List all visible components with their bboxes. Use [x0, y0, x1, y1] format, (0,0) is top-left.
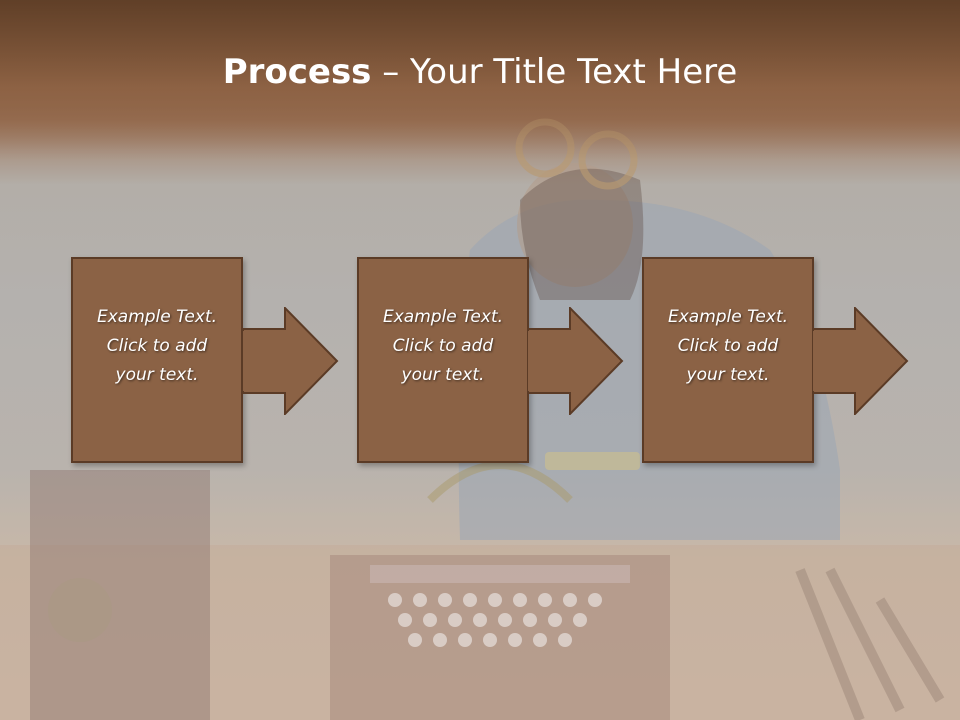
arrow-right-icon: [528, 307, 624, 415]
slide-title[interactable]: Process – Your Title Text Here: [0, 52, 960, 92]
step-1-line-3: your text.: [115, 364, 199, 385]
step-1-line-2: Click to add: [106, 335, 208, 356]
step-3-line-1: Example Text.: [667, 306, 789, 327]
process-step-2[interactable]: Example Text. Click to add your text.: [357, 257, 529, 463]
step-3-text: Example Text. Click to add your text.: [644, 303, 812, 390]
process-step-1[interactable]: Example Text. Click to add your text.: [71, 257, 243, 463]
step-3-line-2: Click to add: [677, 335, 779, 356]
title-rest-part: – Your Title Text Here: [371, 52, 738, 92]
step-3-line-3: your text.: [686, 364, 770, 385]
arrow-right-icon: [243, 307, 339, 415]
step-2-line-2: Click to add: [392, 335, 494, 356]
step-2-line-1: Example Text.: [382, 306, 504, 327]
step-1-line-1: Example Text.: [96, 306, 218, 327]
title-bold-part: Process: [222, 52, 372, 92]
step-2-text: Example Text. Click to add your text.: [359, 303, 527, 390]
title-band: [0, 0, 960, 160]
process-step-3[interactable]: Example Text. Click to add your text.: [642, 257, 814, 463]
arrow-right-icon: [813, 307, 909, 415]
step-1-text: Example Text. Click to add your text.: [73, 303, 241, 390]
step-2-line-3: your text.: [401, 364, 485, 385]
